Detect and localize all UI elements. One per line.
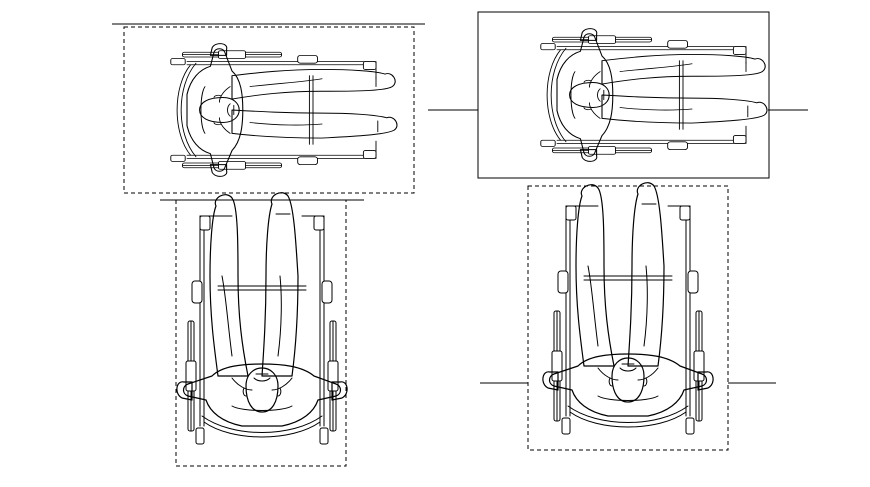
wheelchair-user-figure [176, 192, 348, 445]
wheelchair-user-figure [542, 182, 714, 435]
view-bottom-left [160, 192, 364, 467]
view-top-left [112, 23, 425, 194]
view-top-right [428, 11, 808, 179]
clearance-zone [123, 26, 415, 194]
wheelchair-user-figure [170, 43, 398, 177]
clearance-zone [527, 185, 729, 451]
view-bottom-right [480, 182, 776, 451]
wheelchair-user-figure [540, 28, 768, 162]
clearance-zone [477, 11, 770, 179]
